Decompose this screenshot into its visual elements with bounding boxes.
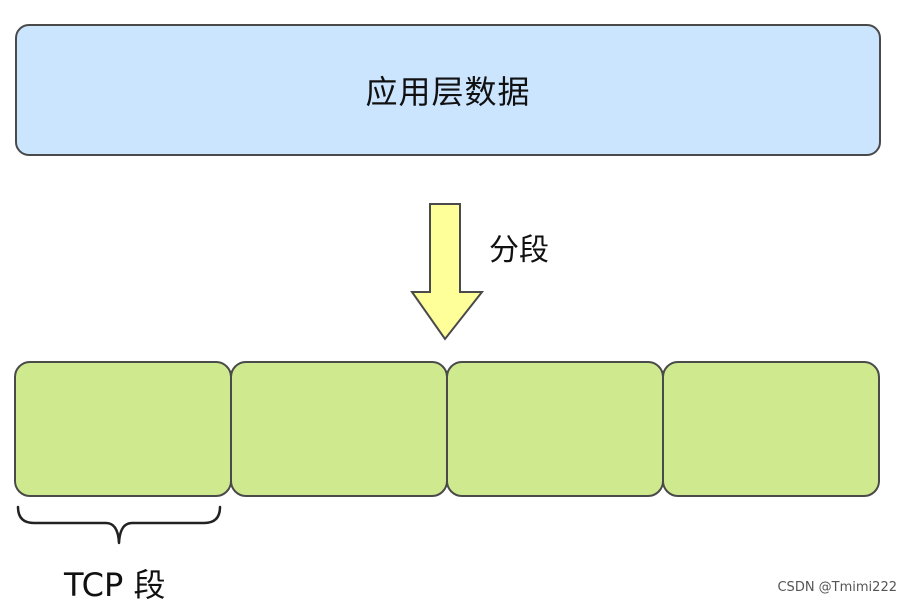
tcp-segment-1 (14, 361, 232, 497)
tcp-segment-label: TCP 段 (64, 566, 166, 604)
down-arrow-icon (410, 203, 485, 341)
application-data-label: 应用层数据 (365, 73, 531, 111)
curly-brace-icon (16, 505, 222, 545)
segmentation-label: 分段 (489, 233, 549, 268)
tcp-segment-4 (662, 361, 880, 497)
application-data-box: 应用层数据 (15, 24, 881, 156)
tcp-segment-2 (230, 361, 448, 497)
watermark-text: CSDN @Tmimi222 (777, 580, 897, 595)
tcp-segment-3 (446, 361, 664, 497)
tcp-segments-row (14, 361, 880, 497)
